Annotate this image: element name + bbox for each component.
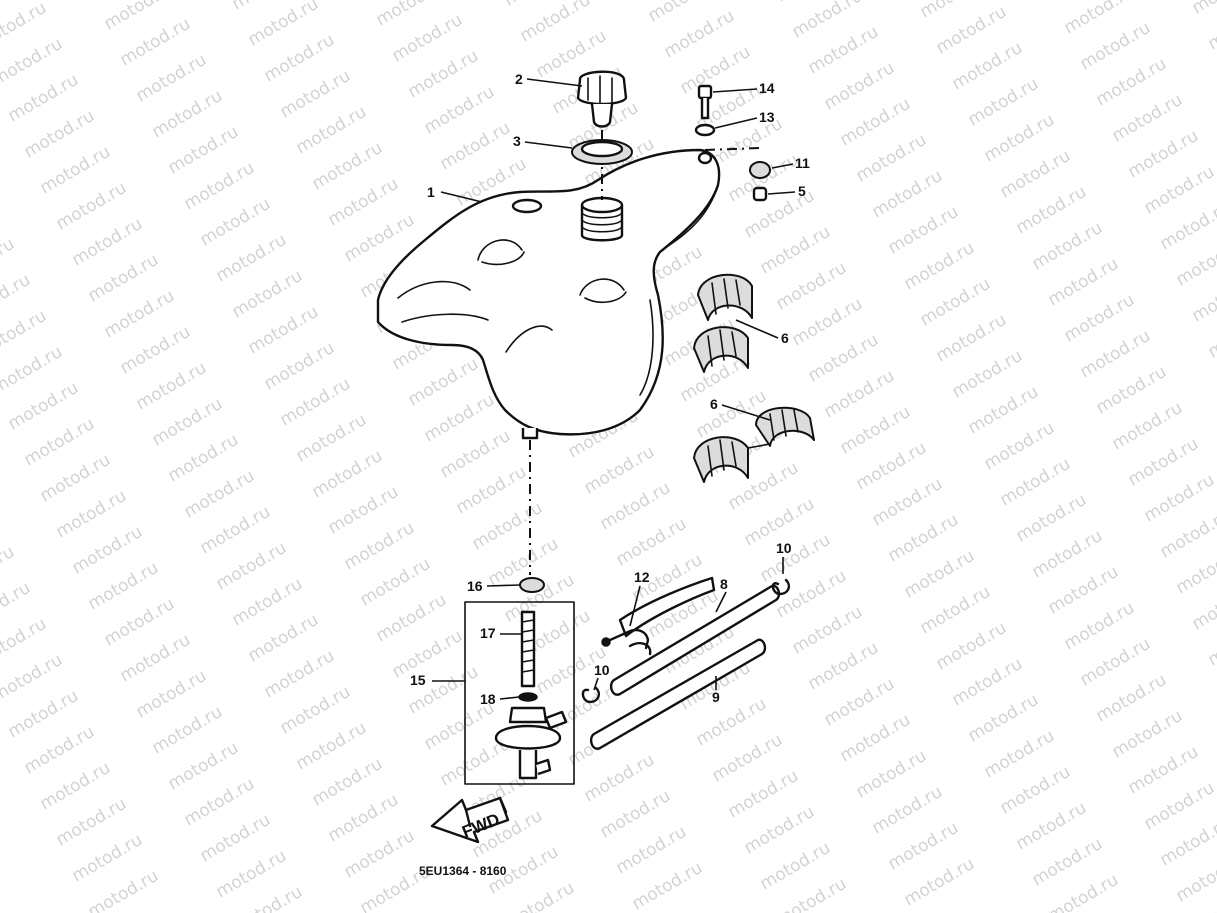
part-number-label: 17 <box>480 625 496 641</box>
assembly-line-bolt <box>704 147 761 151</box>
part-number-label: 10 <box>776 540 792 556</box>
part-number-label: 18 <box>480 691 496 707</box>
petcock-seal <box>519 577 545 593</box>
leader-line <box>593 677 599 691</box>
o-ring <box>518 692 538 702</box>
collar <box>752 186 768 202</box>
washer <box>694 123 716 137</box>
fuel-cock-assembly-box <box>464 601 575 785</box>
part-number-label: 9 <box>712 689 720 705</box>
part-number-label: 2 <box>515 71 523 87</box>
fuel-filter <box>520 610 536 688</box>
part-number-label: 1 <box>427 184 435 200</box>
leader-line <box>524 141 573 149</box>
fuel-tank <box>376 148 721 440</box>
watermark-text: motod.ru <box>1189 0 1217 18</box>
tank-cushion-lower <box>693 406 815 483</box>
part-number-label: 13 <box>759 109 775 125</box>
part-number-label: 3 <box>513 133 521 149</box>
leader-line <box>440 191 483 203</box>
fuel-cock-body <box>494 706 568 780</box>
part-number-label: 15 <box>410 672 426 688</box>
leader-line <box>486 584 521 587</box>
leader-line <box>629 585 641 627</box>
leader-line <box>767 191 796 195</box>
leader-line <box>499 696 520 700</box>
leader-line <box>771 163 794 169</box>
cap-gasket <box>571 139 633 165</box>
hose-clip-lower <box>581 686 601 704</box>
leader-line <box>721 404 771 421</box>
vacuum-hose <box>589 638 767 750</box>
leader-line <box>735 319 779 339</box>
fuel-cap <box>576 70 628 128</box>
part-number-label: 11 <box>795 155 810 171</box>
part-number-label: 6 <box>710 396 718 412</box>
hose-clip-upper <box>771 578 791 596</box>
part-number-label: 8 <box>720 576 728 592</box>
drawing-code: 5EU1364 - 8160 <box>419 864 507 878</box>
leader-line <box>526 78 583 87</box>
tank-cushion-upper <box>693 273 753 373</box>
hose-holder <box>601 576 716 656</box>
part-number-label: 12 <box>634 569 650 585</box>
part-number-label: 14 <box>759 80 775 96</box>
part-number-label: 16 <box>467 578 483 594</box>
part-number-label: 10 <box>594 662 610 678</box>
leader-line <box>715 591 727 613</box>
damper <box>749 161 771 179</box>
leader-line <box>712 88 758 93</box>
forward-direction-arrow <box>430 796 510 844</box>
bolt <box>697 84 713 120</box>
part-number-label: 6 <box>781 330 789 346</box>
leader-line <box>714 117 758 129</box>
fuel-hose <box>609 584 781 696</box>
part-number-label: 5 <box>798 183 806 199</box>
